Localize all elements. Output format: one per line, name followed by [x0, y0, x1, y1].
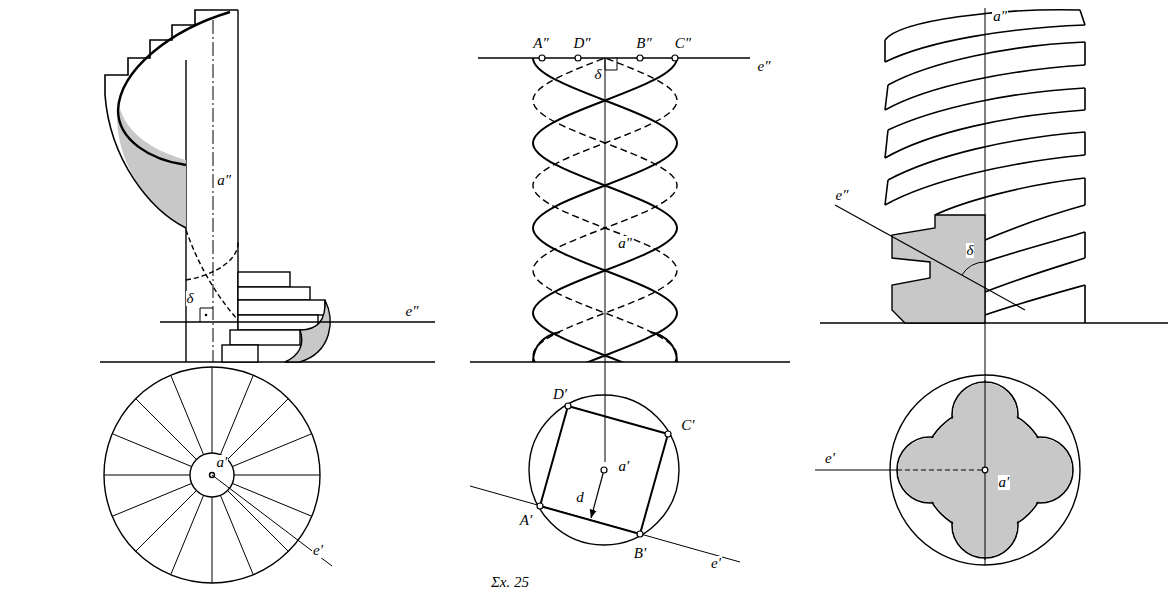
point-label: e″ — [835, 188, 850, 203]
point-label: e″ — [757, 59, 772, 74]
point-label: a′ — [216, 455, 229, 470]
point-label: C″ — [674, 36, 692, 51]
point-label: B″ — [635, 36, 652, 51]
staircase-figure — [100, 10, 435, 583]
point-label: a′ — [998, 475, 1011, 490]
point-label: D″ — [572, 36, 591, 51]
point-label: d — [575, 490, 585, 505]
point-label: δ — [966, 243, 975, 258]
twisted-column-figure — [470, 16, 790, 563]
point-label: a″ — [617, 236, 633, 251]
point-label: e′ — [824, 451, 836, 466]
point-label: e″ — [405, 304, 420, 319]
point-label: C′ — [680, 418, 695, 433]
point-label: D′ — [552, 387, 568, 402]
point-label: A′ — [519, 513, 533, 528]
point-label: B′ — [633, 546, 647, 561]
point-label: Σx. 25 — [490, 575, 530, 590]
point-label: a″ — [216, 173, 232, 188]
screw-figure — [815, 8, 1168, 565]
point-label: δ — [594, 67, 603, 82]
point-label: a″ — [992, 9, 1008, 24]
point-label: e′ — [312, 543, 324, 558]
point-label: a′ — [618, 459, 631, 474]
point-label: A″ — [532, 36, 549, 51]
point-label: e′ — [710, 556, 722, 571]
point-label: δ — [186, 291, 195, 306]
